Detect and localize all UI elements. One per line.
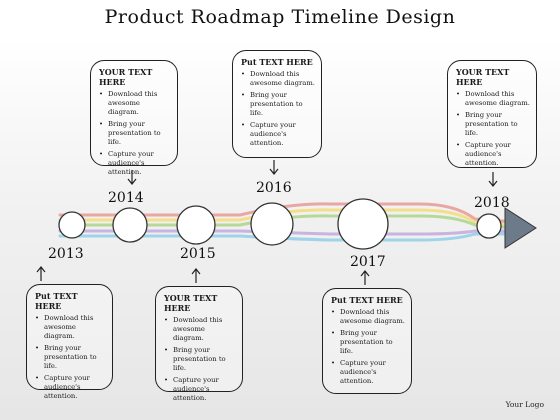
connector-arrow-2018 bbox=[488, 172, 498, 187]
milestone-circles bbox=[58, 198, 502, 250]
bullet-item: Capture your audience's attention. bbox=[241, 121, 315, 148]
bullet-item: Download this awesome diagram. bbox=[456, 90, 530, 108]
milestone-circle-2017 bbox=[337, 198, 389, 250]
milestone-circle-2015 bbox=[176, 205, 216, 245]
connector-arrow-2015 bbox=[191, 268, 201, 283]
milestone-circle-2018 bbox=[476, 213, 502, 239]
year-label-2015: 2015 bbox=[180, 246, 216, 262]
text-box-heading: YOUR TEXT HERE bbox=[99, 67, 153, 87]
text-box-heading: Put TEXT HERE bbox=[241, 57, 313, 67]
logo-placeholder: Your Logo bbox=[505, 400, 544, 409]
bullet-list: Download this awesome diagram. Bring you… bbox=[331, 308, 405, 386]
milestone-circle-2016 bbox=[250, 202, 294, 246]
bullet-item: Bring your presentation to life. bbox=[164, 346, 236, 373]
bullet-item: Capture your audience's attention. bbox=[99, 150, 171, 177]
connector-arrows bbox=[36, 160, 498, 285]
year-label-2017: 2017 bbox=[350, 254, 386, 270]
text-box-2016: Put TEXT HERE Download this awesome diag… bbox=[232, 50, 322, 158]
year-label-2014: 2014 bbox=[108, 190, 144, 206]
bullet-list: Download this awesome diagram. Bring you… bbox=[35, 314, 106, 401]
bullet-list: Download this awesome diagram. Bring you… bbox=[456, 90, 530, 168]
bullet-item: Download this awesome diagram. bbox=[164, 316, 236, 343]
bullet-item: Bring your presentation to life. bbox=[456, 111, 530, 138]
bullet-item: Capture your audience's attention. bbox=[35, 374, 106, 401]
bullet-list: Download this awesome diagram. Bring you… bbox=[241, 70, 315, 148]
bullet-item: Capture your audience's attention. bbox=[331, 359, 405, 386]
text-box-2018: YOUR TEXT HERE Download this awesome dia… bbox=[447, 60, 537, 168]
text-box-2015: YOUR TEXT HERE Download this awesome dia… bbox=[155, 286, 243, 402]
year-label-2013: 2013 bbox=[48, 246, 84, 262]
text-box-2013: Put TEXT HERE Download this awesome diag… bbox=[26, 284, 113, 400]
bullet-item: Download this awesome diagram. bbox=[99, 90, 171, 117]
text-box-heading: YOUR TEXT HERE bbox=[456, 67, 510, 87]
text-box-2017: Put TEXT HERE Download this awesome diag… bbox=[322, 288, 412, 394]
text-box-heading: Put TEXT HERE bbox=[35, 291, 78, 311]
text-box-heading: YOUR TEXT HERE bbox=[164, 293, 218, 313]
connector-arrow-2016 bbox=[269, 160, 279, 175]
year-label-2016: 2016 bbox=[256, 180, 292, 196]
page-title: Product Roadmap Timeline Design bbox=[104, 6, 456, 28]
year-label-2018: 2018 bbox=[474, 195, 510, 211]
bullet-item: Bring your presentation to life. bbox=[331, 329, 405, 356]
bullet-item: Bring your presentation to life. bbox=[35, 344, 106, 371]
connector-arrow-2017 bbox=[360, 270, 370, 285]
text-box-heading: Put TEXT HERE bbox=[331, 295, 403, 305]
connector-arrow-2013 bbox=[36, 266, 46, 281]
bullet-list: Download this awesome diagram. Bring you… bbox=[99, 90, 171, 177]
bullet-list: Download this awesome diagram. Bring you… bbox=[164, 316, 236, 403]
timeline-arrow-head bbox=[504, 207, 537, 249]
milestone-circle-2014 bbox=[112, 207, 148, 243]
text-box-2014: YOUR TEXT HERE Download this awesome dia… bbox=[90, 60, 178, 176]
bullet-item: Bring your presentation to life. bbox=[99, 120, 171, 147]
bullet-item: Capture your audience's attention. bbox=[164, 376, 236, 403]
bullet-item: Capture your audience's attention. bbox=[456, 141, 530, 168]
bullet-item: Bring your presentation to life. bbox=[241, 91, 315, 118]
bullet-item: Download this awesome diagram. bbox=[241, 70, 315, 88]
bullet-item: Download this awesome diagram. bbox=[331, 308, 405, 326]
bullet-item: Download this awesome diagram. bbox=[35, 314, 106, 341]
milestone-circle-2013 bbox=[58, 211, 86, 239]
